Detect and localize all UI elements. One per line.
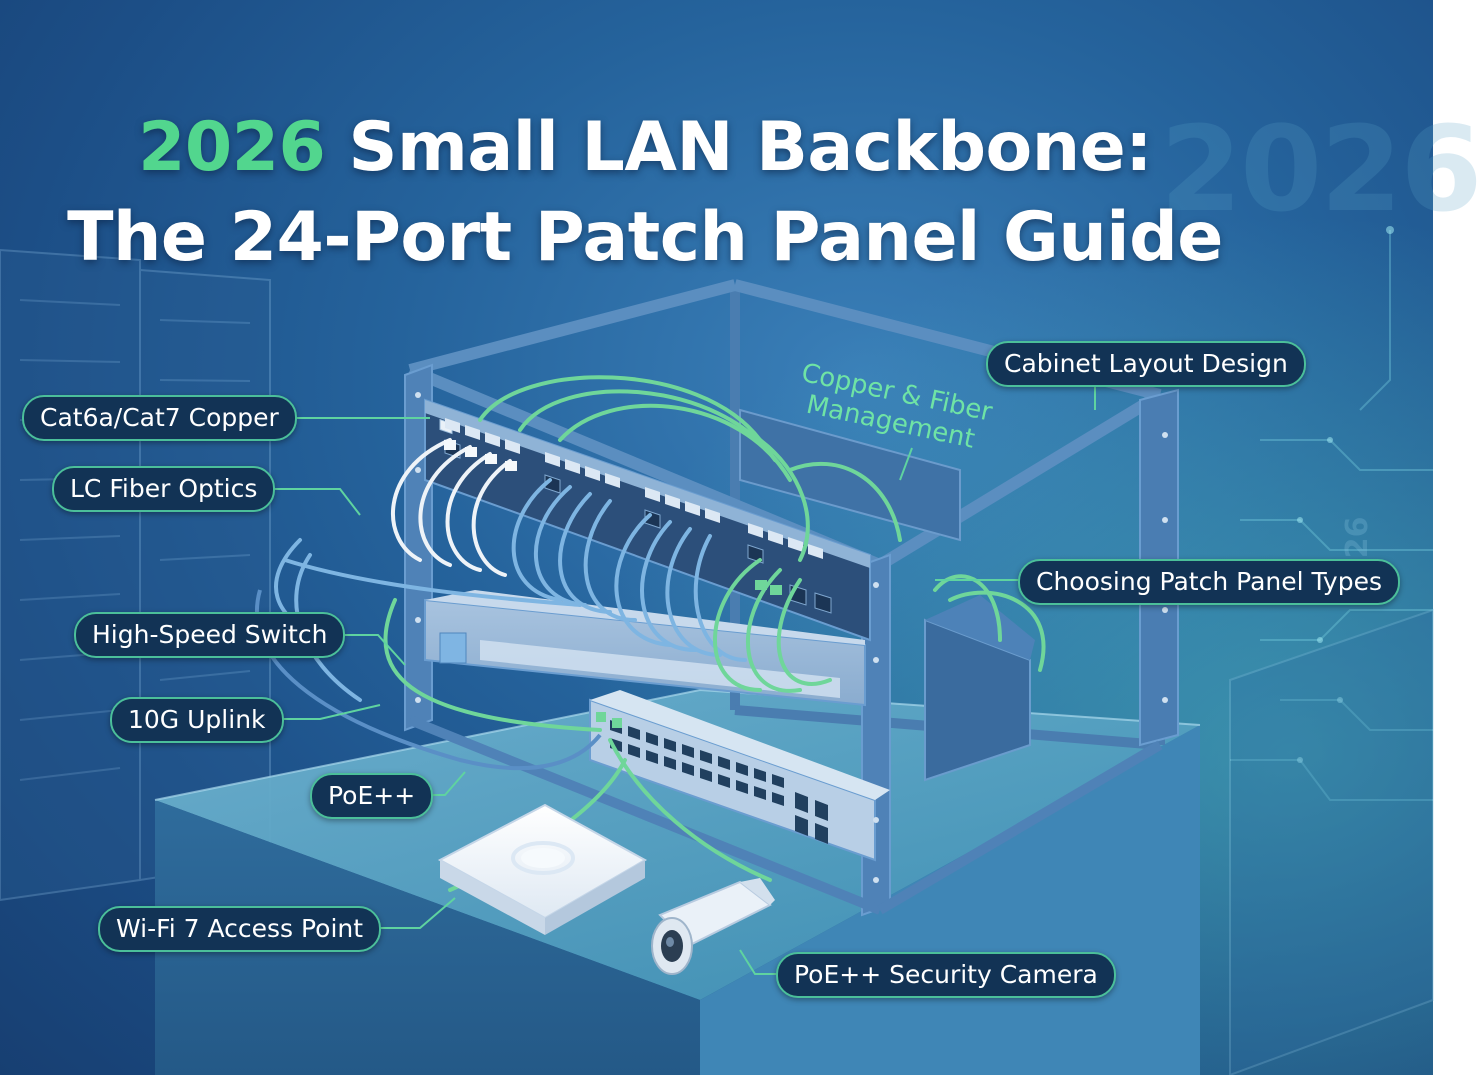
callout-access-point: Wi-Fi 7 Access Point [98,906,382,952]
title-line-1-text: Small LAN Backbone: [348,108,1153,187]
callout-camera: PoE++ Security Camera [776,952,1116,998]
copper-cables-white [390,438,512,577]
callout-fiber: LC Fiber Optics [52,466,276,512]
callout-cabinet-layout: Cabinet Layout Design [986,341,1306,387]
circuit-traces [1230,230,1433,801]
callout-uplink: 10G Uplink [110,697,284,743]
main-switch [589,690,890,862]
circuit-nodes [1297,226,1394,763]
wifi-access-point-icon [437,803,648,935]
callout-copper: Cat6a/Cat7 Copper [22,395,297,441]
cable-manager-box [739,408,961,542]
switch-display [439,632,467,664]
title-year: 2026 [138,108,326,187]
callout-poe: PoE++ [310,773,434,819]
patch-panel-port-row [445,418,823,559]
background-year-watermark: 2026 [1160,100,1480,238]
leader-lines [272,385,1096,975]
title-line-1: 2026 Small LAN Backbone: [0,108,1290,187]
callout-panel-types: Choosing Patch Panel Types [1018,559,1400,605]
callout-switch: High-Speed Switch [74,612,346,658]
cable-connectors [444,440,782,728]
security-camera-icon [651,878,775,975]
rack-bottom-rails [408,715,1163,915]
power-unit [924,595,1035,782]
title-line-2: The 24-Port Patch Panel Guide [67,198,1223,277]
rack-mount-holes [415,392,1168,883]
background-cabinet-right [1229,608,1434,1075]
